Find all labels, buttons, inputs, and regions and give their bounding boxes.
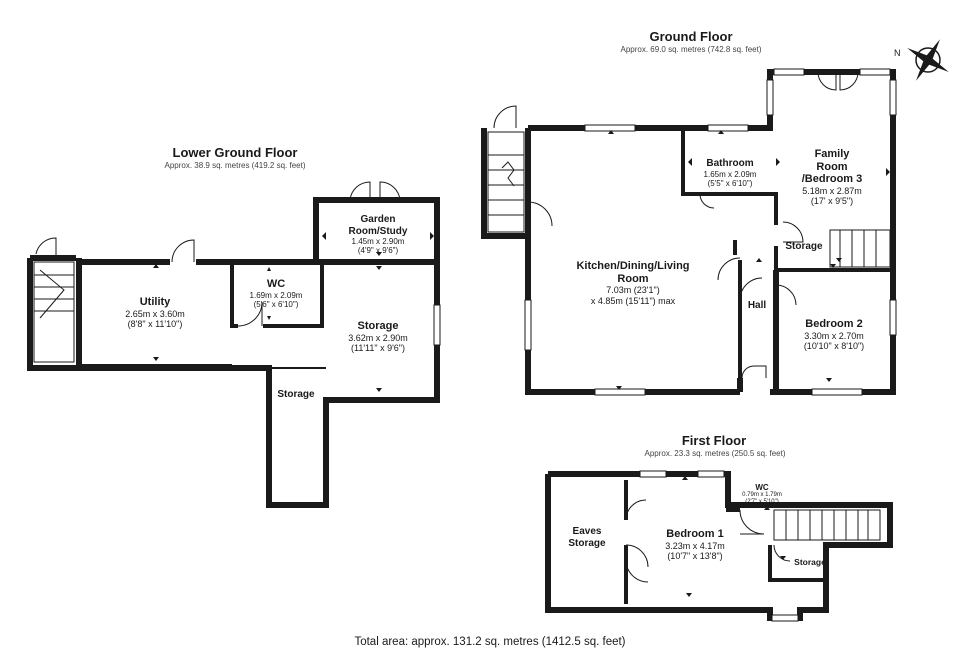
first-floor-title: First Floor [681,433,747,448]
garden-room-name-1: Garden [360,214,396,225]
family-room-name-3: /Bedroom 3 [801,173,863,186]
eaves-name-2: Storage [568,537,606,549]
lg-wc-imperial: (5'6" x 6'10") [253,299,299,309]
lg-wc-name: WC [266,278,286,290]
lg-storage-label: Storage 3.62m x 2.90m (11'11" x 9'6") [326,320,430,353]
lower-ground-floor-area: Approx. 38.9 sq. metres (419.2 sq. feet) [164,161,306,170]
ground-markers [608,130,890,390]
garden-room-imperial: (4'9" x 9'6") [357,246,399,256]
ff-storage-name: Storage [794,557,826,567]
ground-stairs [487,131,891,268]
first-markers [682,476,786,597]
lg-storage-imperial: (11'11" x 9'6") [350,342,406,353]
garden-room-name-2: Room/Study [348,225,408,237]
ground-storage-name: Storage [785,241,823,252]
bedroom2-imperial: (10'10" x 8'10") [803,340,865,351]
first-doors [625,499,791,583]
total-area: Total area: approx. 131.2 sq. metres (14… [354,636,626,648]
family-room-name-1: Family [814,148,850,160]
lg-wc-metric: 1.69m x 2.09m [249,290,303,300]
lower-ground-floor-inner-walls [80,262,326,369]
bathroom-label: Bathroom 1.65m x 2.09m (5'5" x 6'10") [688,158,772,188]
utility-name: Utility [139,296,171,308]
lg-storage-corridor-name: Storage [277,389,315,400]
ff-wc-name: WC [755,483,769,492]
first-floor-area: Approx. 23.3 sq. metres (250.5 sq. feet) [644,449,786,458]
ground-doors [493,71,859,379]
bathroom-imperial: (5'5" x 6'10") [707,178,753,188]
lg-storage-metric: 3.62m x 2.90m [348,332,408,343]
ground-floor-inner-walls [681,128,893,378]
compass-rose-icon: N [894,39,949,81]
eaves-name-1: Eaves [572,526,602,537]
bathroom-name: Bathroom [706,158,754,169]
kitchen-metric: 7.03m (23'1") [606,285,660,296]
ff-wc-label: WC 0.79m x 1.79m (2'7" x 5'10") [732,483,792,506]
first-floor-stairs [773,509,881,541]
ground-windows [524,68,897,396]
lower-ground-doors [171,181,401,327]
utility-imperial: (8'8" x 11'10") [127,318,183,329]
ff-wc-metric: 0.79m x 1.79m [742,492,782,499]
kitchen-imperial: x 4.85m (15'11") max [590,295,676,306]
bathroom-metric: 1.65m x 2.09m [703,169,757,179]
family-room-name-2: Room [816,160,848,173]
utility-room-label: Utility 2.65m x 3.60m (8'8" x 11'10") [100,296,210,329]
lg-wc-label: WC 1.69m x 2.09m (5'6" x 6'10") [234,278,318,309]
bedroom1-imperial: (10'7" x 13'8") [667,550,723,561]
first-floor-inner-walls [624,474,826,604]
family-room-metric: 5.18m x 2.87m [802,185,862,196]
hall-name: Hall [747,300,767,311]
bedroom1-name: Bedroom 1 [666,528,724,540]
garden-room-metric: 1.45m x 2.90m [351,237,405,246]
bedroom1-label: Bedroom 1 3.23m x 4.17m (10'7" x 13'8") [640,528,750,561]
garden-room-label: Garden Room/Study 1.45m x 2.90m (4'9" x … [330,214,426,255]
lg-storage-name: Storage [357,320,399,332]
ground-floor-title: Ground Floor [649,29,733,44]
kitchen-name-1: Kitchen/Dining/Living [576,260,690,272]
family-room-label: Family Room /Bedroom 3 5.18m x 2.87m (17… [782,148,882,207]
ff-wc-imperial: (2'7" x 5'10") [745,499,779,506]
lower-ground-markers [153,232,434,392]
lower-ground-stairs [33,237,75,363]
family-room-imperial: (17' x 9'5") [810,196,854,207]
ground-floor-area: Approx. 69.0 sq. metres (742.8 sq. feet) [620,45,762,54]
lower-ground-floor-title: Lower Ground Floor [172,145,298,160]
utility-metric: 2.65m x 3.60m [125,308,185,319]
lower-ground-windows [433,304,441,346]
bedroom2-name: Bedroom 2 [805,318,863,330]
svg-text:N: N [894,48,901,58]
eaves-label: Eaves Storage [552,526,622,549]
bedroom2-label: Bedroom 2 3.30m x 2.70m (10'10" x 8'10") [782,318,886,351]
kitchen-label: Kitchen/Dining/Living Room 7.03m (23'1")… [548,260,718,306]
kitchen-name-2: Room [617,272,649,285]
bedroom2-metric: 3.30m x 2.70m [804,330,864,341]
first-windows [639,470,799,622]
bedroom1-metric: 3.23m x 4.17m [665,540,725,551]
